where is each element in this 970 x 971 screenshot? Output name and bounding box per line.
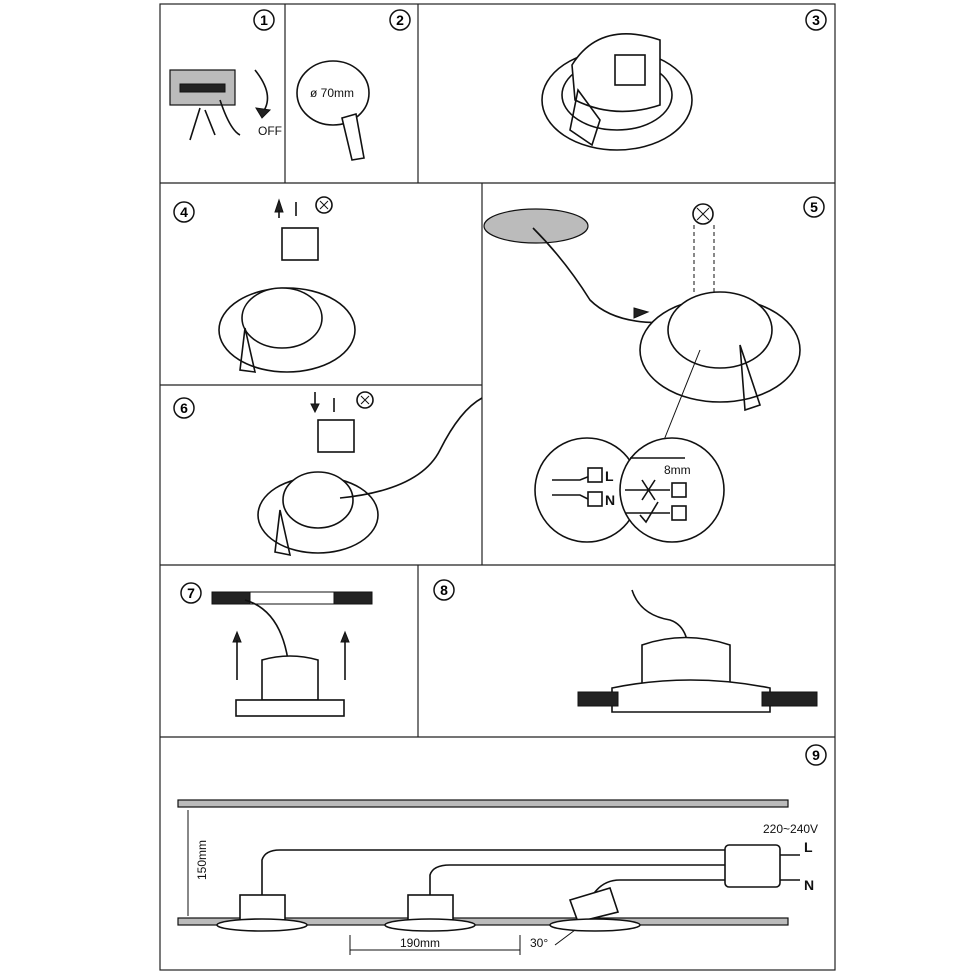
tilt-angle-label: 30°: [530, 936, 548, 950]
svg-text:7: 7: [187, 585, 195, 601]
panel-grid: [159, 3, 836, 971]
svg-text:6: 6: [180, 400, 188, 416]
step-number-7: 7: [180, 582, 202, 604]
step7-insert-light: [211, 591, 373, 717]
svg-text:8: 8: [440, 582, 448, 598]
step8-fitted-light: [577, 589, 818, 713]
step-number-1: 1: [253, 9, 275, 31]
svg-text:4: 4: [180, 204, 188, 220]
step9-installation-layout: 150mm 220~240V L N 190mm 30°: [177, 799, 818, 955]
terminal-l-label: L: [605, 468, 614, 484]
spacing-label: 190mm: [400, 936, 440, 950]
neutral-label: N: [804, 877, 814, 893]
cutout-diameter-label: ø 70mm: [310, 86, 354, 100]
step-number-8: 8: [433, 579, 455, 601]
svg-text:3: 3: [812, 12, 820, 28]
step-number-9: 9: [805, 744, 827, 766]
strip-length-label: 8mm: [664, 463, 691, 477]
svg-text:2: 2: [396, 12, 404, 28]
svg-text:1: 1: [260, 12, 268, 28]
terminal-n-label: N: [605, 492, 615, 508]
downlight-2: [384, 894, 476, 932]
step-number-4: 4: [173, 201, 195, 223]
voltage-label: 220~240V: [763, 822, 818, 836]
ceiling-depth-label: 150mm: [195, 840, 209, 880]
step-number-3: 3: [805, 9, 827, 31]
downlight-3-tilted: [549, 887, 641, 932]
step4-remove-terminal-cover: [218, 196, 356, 373]
svg-text:9: 9: [812, 747, 820, 763]
step-number-5: 5: [803, 196, 825, 218]
step2-cutout-illustration: ø 70mm: [296, 60, 370, 161]
off-label: OFF: [258, 124, 282, 138]
live-label: L: [804, 839, 813, 855]
svg-text:5: 5: [810, 199, 818, 215]
downlight-1: [216, 894, 308, 932]
step6-attach-terminal-cover: [257, 391, 483, 557]
step-number-2: 2: [389, 9, 411, 31]
step-number-6: 6: [173, 397, 195, 419]
step1-fuse-illustration: OFF: [169, 69, 282, 141]
step5-wiring: L N 8mm: [483, 203, 801, 543]
step3-downlight: [541, 33, 693, 151]
